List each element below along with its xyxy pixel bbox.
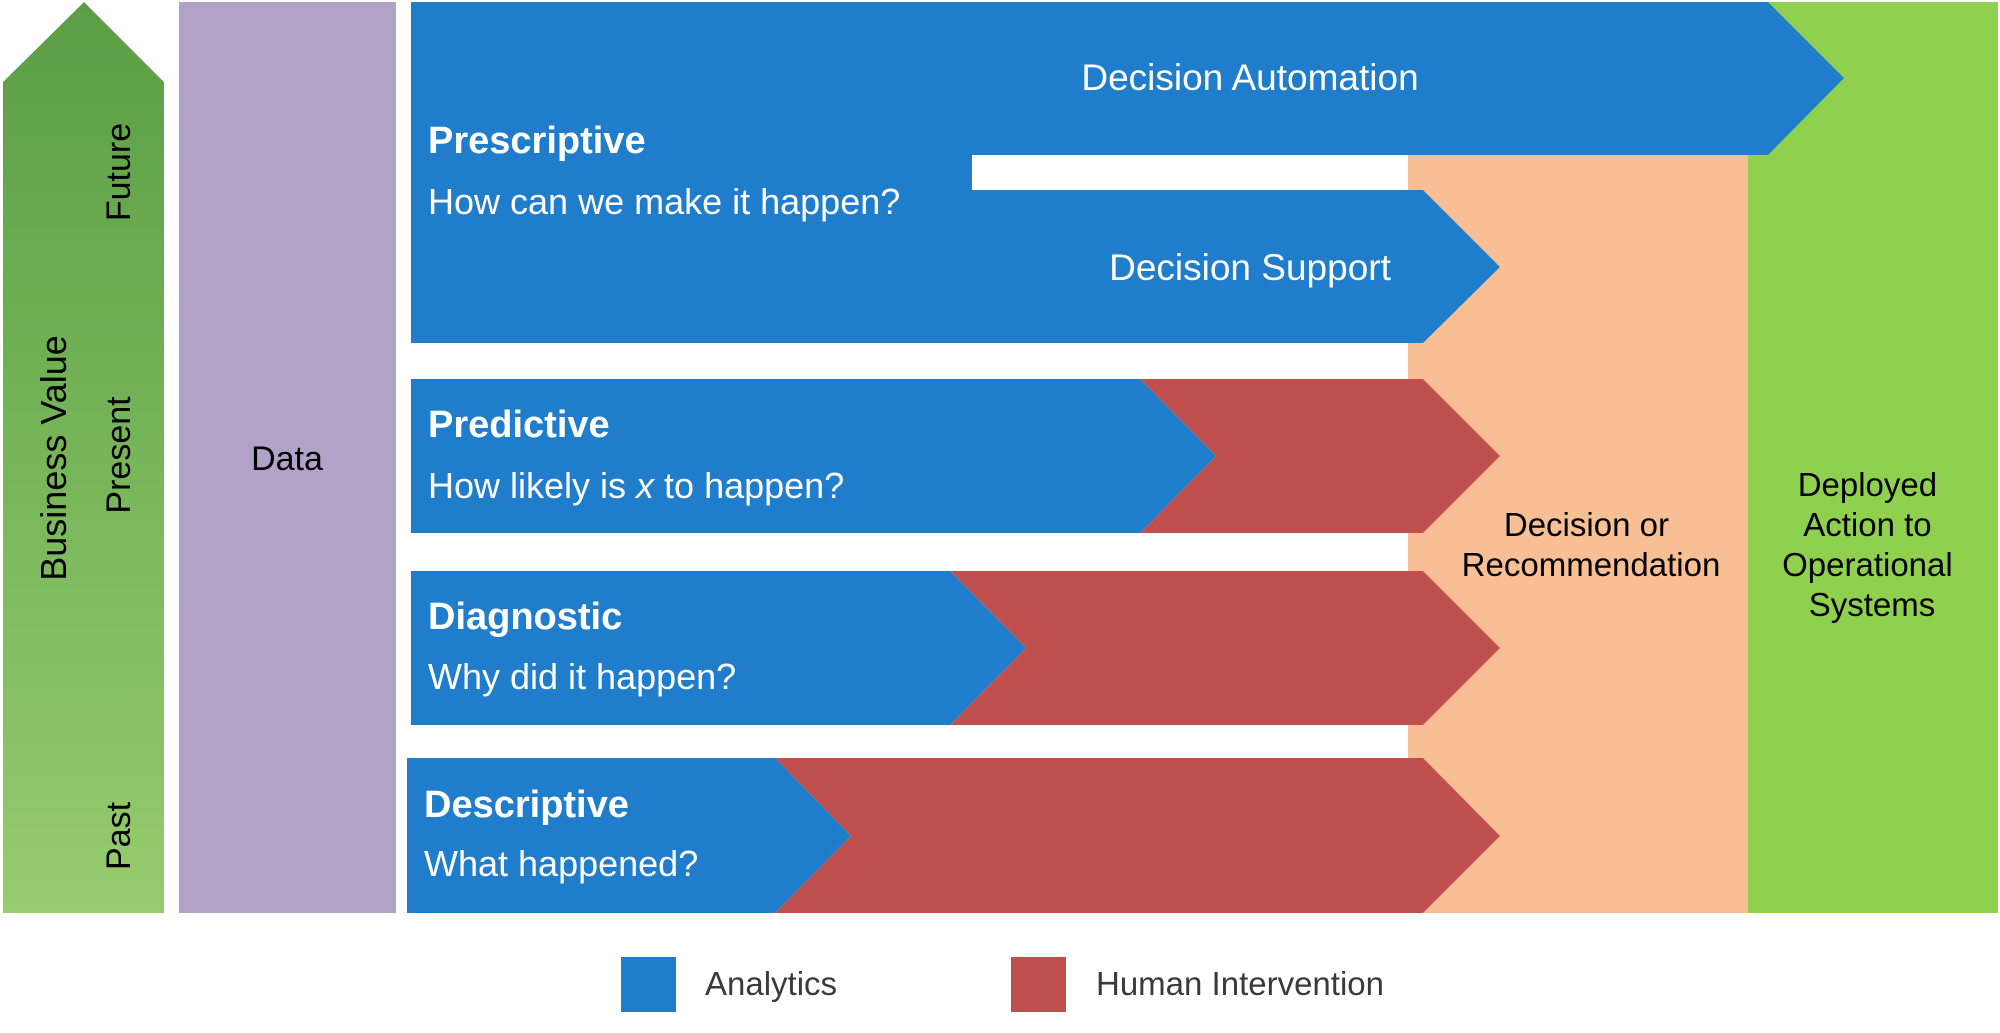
legend-swatch-analytics <box>621 957 676 1012</box>
legend: Analytics Human Intervention <box>621 957 1384 1012</box>
deploy-label-line-3: Operational <box>1782 546 1953 583</box>
axis-level-present: Present <box>100 396 138 514</box>
predictive-title: Predictive <box>428 404 610 446</box>
business-value-label: Business Value <box>33 335 74 580</box>
axis-level-future: Future <box>100 123 138 221</box>
legend-label-human-intervention: Human Intervention <box>1096 965 1384 1002</box>
predictive-question-variable: x <box>634 465 656 506</box>
diagnostic-question: Why did it happen? <box>428 656 736 697</box>
decision-label: Decision or Recommendation <box>1462 506 1721 583</box>
deploy-label-line-2: Action to <box>1803 506 1931 543</box>
legend-label-analytics: Analytics <box>705 965 837 1002</box>
descriptive-analytics-chevron <box>407 758 851 913</box>
data-column <box>179 2 396 913</box>
descriptive-human-chevron <box>775 758 1500 913</box>
business-value-arrow <box>3 2 164 913</box>
axis-level-past: Past <box>100 801 138 870</box>
predictive-analytics-chevron <box>411 379 1216 533</box>
decision-label-line-1: Decision or <box>1504 506 1669 543</box>
decision-support-label: Decision Support <box>1109 247 1391 288</box>
decision-automation-label: Decision Automation <box>1081 57 1418 98</box>
descriptive-title: Descriptive <box>424 784 629 826</box>
diagnostic-analytics-chevron <box>411 571 1026 725</box>
predictive-question: How likely is x to happen? <box>428 465 844 506</box>
decision-label-line-2: Recommendation <box>1462 546 1721 583</box>
diagnostic-title: Diagnostic <box>428 596 622 638</box>
prescriptive-title: Prescriptive <box>428 120 646 162</box>
deploy-column <box>1748 2 1998 913</box>
predictive-question-end: to happen? <box>654 465 844 506</box>
legend-swatch-human-intervention <box>1011 957 1066 1012</box>
prescriptive-question: How can we make it happen? <box>428 181 900 222</box>
data-label: Data <box>251 440 323 478</box>
decision-support-arrow <box>411 155 1500 343</box>
diagnostic-human-chevron <box>950 571 1500 725</box>
deploy-label: Deployed Action to Operational Systems <box>1782 466 1962 623</box>
deploy-label-line-4: Systems <box>1809 586 1936 623</box>
predictive-human-chevron <box>1140 379 1500 533</box>
deploy-label-line-1: Deployed <box>1798 466 1937 503</box>
predictive-question-start: How likely is <box>428 465 636 506</box>
decision-automation-arrow <box>411 2 1844 155</box>
descriptive-question: What happened? <box>424 843 698 884</box>
